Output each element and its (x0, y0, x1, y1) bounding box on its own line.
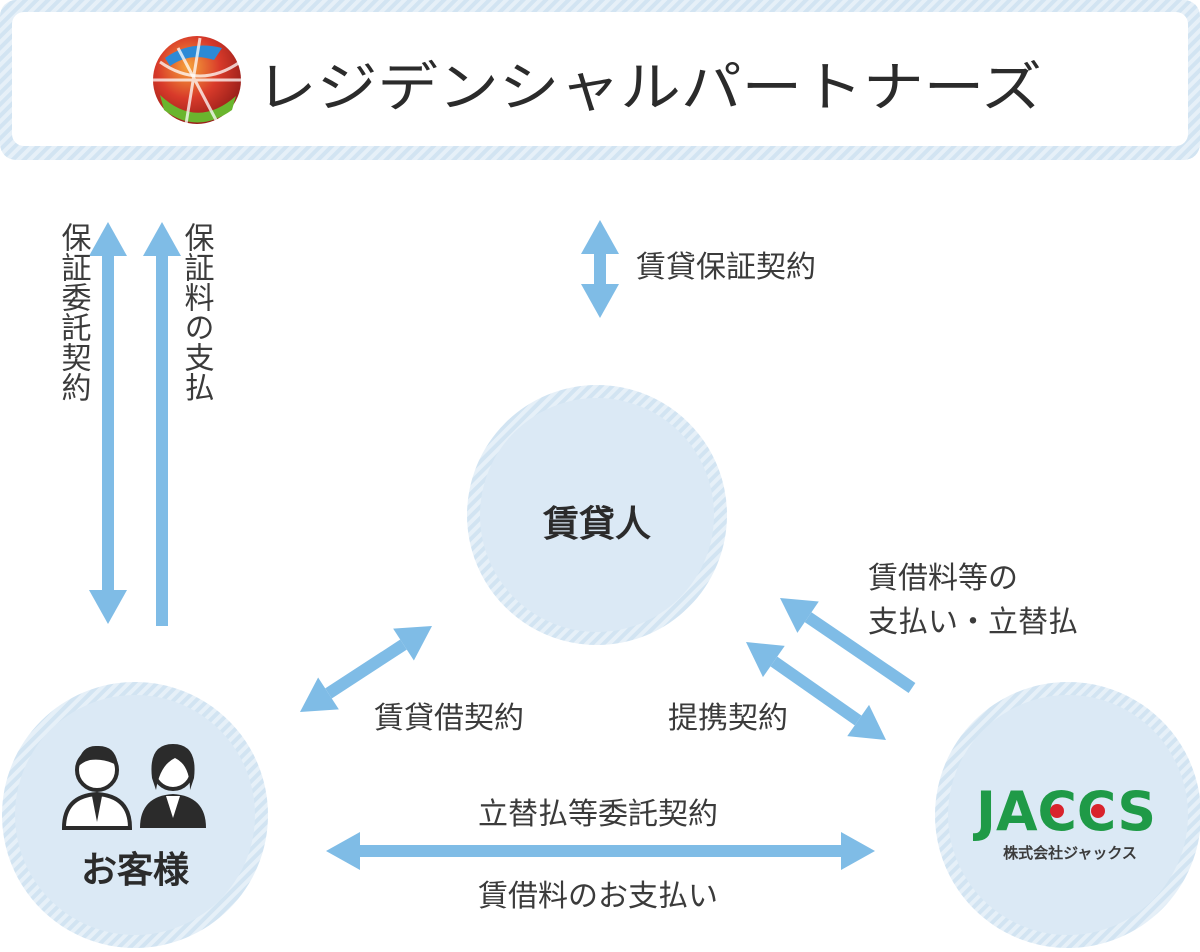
lease-contract-arrow-head-start (300, 677, 339, 712)
customers-icon (61, 744, 206, 830)
company-name: レジデンシャルパートナーズ (256, 56, 1042, 119)
jaccs-logo-text: JACCS (972, 780, 1156, 843)
jaccs-node: JACCS 株式会社ジャックス (935, 682, 1200, 948)
vertical-text-guarantee-fee: 保証料の支払 (179, 222, 215, 402)
rent-payment-label-line1: 賃借料等の (868, 561, 1018, 596)
customer-circle (15, 695, 255, 935)
guarantee-consignment-arrow-head-start (89, 222, 127, 256)
partnership-arrow-shaft (770, 656, 862, 726)
partnership-arrow-head-end (847, 704, 886, 740)
customer-node: お客様 (2, 682, 268, 948)
rent-payment-arrow-shaft (804, 612, 916, 693)
jaccs-circle (948, 695, 1188, 935)
landlord-circle (480, 398, 714, 632)
partnership-arrow-head-start (746, 642, 785, 678)
guarantee-consignment-label: 保証委託契約 (56, 222, 92, 402)
company-logo-icon (150, 36, 244, 125)
customer-label: お客様 (81, 850, 190, 891)
partnership-contract-label: 提携契約 (668, 701, 788, 736)
rent-payment-label-line2: 支払い・立替払 (868, 605, 1078, 640)
rent-guarantee-arrow-head-end (581, 284, 619, 318)
guarantee-fee-arrow-head-end (143, 222, 181, 256)
vertical-text-guarantee-consignment: 保証委託契約 (56, 222, 92, 402)
advance-payment-arrow-head-start (326, 832, 360, 870)
landlord-node: 賃貸人 (467, 385, 727, 645)
jaccs-red-dot-icon (1050, 804, 1064, 818)
guarantee-fee-payment-label: 保証料の支払 (179, 222, 215, 402)
rent-guarantee-contract-label: 賃貸保証契約 (636, 250, 816, 285)
jaccs-red-dot-icon (1091, 804, 1105, 818)
rent-guarantee-arrow-head-start (581, 220, 619, 254)
rent-payment-arrow-head-end (780, 598, 819, 633)
rent-fee-payment-label: 賃借料のお支払い (478, 879, 718, 914)
lease-contract-arrow-shaft (325, 639, 407, 699)
landlord-label: 賃貸人 (542, 504, 651, 545)
jaccs-subtitle: 株式会社ジャックス (1003, 844, 1137, 862)
jaccs-logo: JACCS 株式会社ジャックス (972, 780, 1156, 862)
header-banner (0, 0, 1200, 160)
advance-payment-contract-label: 立替払等委託契約 (478, 797, 718, 832)
lease-contract-arrow-head-end (393, 626, 432, 661)
guarantee-consignment-arrow-head-end (89, 590, 127, 624)
advance-payment-arrow-head-end (841, 832, 875, 870)
lease-contract-label: 賃貸借契約 (374, 701, 524, 736)
arrows-layer (89, 220, 916, 870)
